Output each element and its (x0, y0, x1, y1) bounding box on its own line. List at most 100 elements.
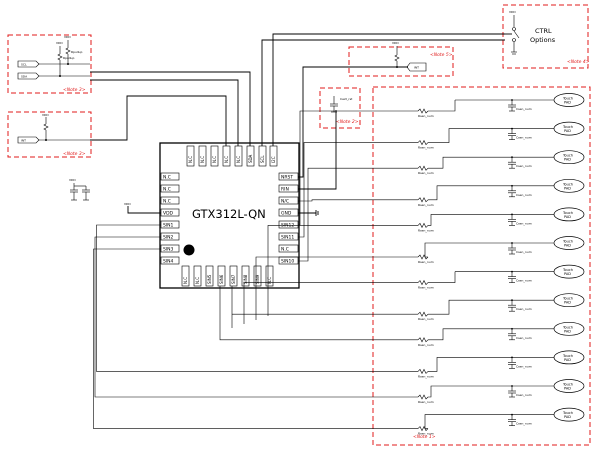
vdd-label-scl: VDD (56, 41, 63, 45)
touch-pad-label-top: Touch (562, 97, 573, 101)
csen-label: Csen_num (516, 164, 532, 168)
sda-label: SDA (21, 75, 28, 79)
touch-net-1: Rsen_num (298, 100, 456, 226)
touch-net-12: Rsen_num (93, 248, 455, 436)
csen-label: Csen_num (516, 393, 532, 397)
note2-label: <Note 2> (336, 119, 359, 125)
pin-bottom-8: N.C (267, 277, 272, 284)
rsen-label: Rsen_num (418, 260, 434, 264)
note4-ctrl-box: <Note 4> VDD CTRL Options (502, 4, 590, 69)
pin-right-4: GND (281, 211, 292, 217)
left-pins: N.C N.C N.C VDD SIN1 SIN2 SIN3 SIN4 (160, 172, 180, 265)
touch-pad-label-bottom: PAD (564, 329, 571, 333)
csen-label: Csen_num (516, 279, 532, 283)
touch-net-2: Rsen_num (298, 128, 455, 238)
touch-pad-label-bottom: PAD (564, 358, 571, 362)
rsen-label: Rsen_num (418, 114, 434, 118)
note3-int-label: <Note 3> (63, 151, 86, 157)
pin-bottom-6: SIN8 (243, 274, 248, 284)
pin-bottom-1: N.C (183, 277, 188, 284)
note3-i2c-box: <Note 3> SCL SDA VDD VDD Rpullup Rpullup (7, 34, 92, 94)
int-label-note5: INT (414, 66, 419, 70)
note3-int-box: <Note 3> INT VDD (7, 111, 92, 158)
pin-top-2: N.C (200, 156, 205, 163)
pin-bottom-5: SIN7 (231, 274, 236, 284)
pin-top-8: I2C (271, 156, 276, 163)
pin-left-2: N.C (163, 187, 171, 193)
touch-pad-label-top: Touch (562, 383, 573, 387)
touch-net-4: Rsen_num (298, 185, 455, 207)
rsen-label: Rsen_num (418, 146, 434, 150)
rpullup-label-1: Rpullup (71, 50, 82, 54)
csen-label: Csen_num (516, 193, 532, 197)
pin-bottom-4: SIN6 (219, 274, 224, 284)
touch-pad-label-bottom: PAD (564, 387, 571, 391)
pin-right-8: SIN10 (281, 259, 294, 265)
pin1-marker (183, 244, 195, 256)
csen-label: Csen_num (516, 250, 532, 254)
touch-pad-label-bottom: PAD (564, 101, 571, 105)
bottom-pins: N.C N.C SIN5 SIN6 SIN7 SIN8 SIN9 N.C (181, 265, 274, 287)
pin-left-4: VDD (163, 211, 174, 217)
ctrl-label: CTRL (535, 27, 552, 35)
touch-pad-label-top: Touch (562, 268, 573, 272)
int-label: INT (21, 139, 26, 143)
touch-pad-column: TouchPADCsen_numTouchPADCsen_numTouchPAD… (455, 93, 585, 426)
pin-top-1: N.C (188, 156, 193, 163)
scl-connector (17, 60, 40, 68)
rsen-label: Rsen_num (418, 228, 434, 232)
ctrl-options-label: Options (530, 36, 556, 44)
scl-label: SCL (21, 63, 27, 67)
pin-top-6: SDA (248, 154, 253, 163)
csen-label: Csen_num (516, 307, 532, 311)
note3-i2c-label: <Note 3> (63, 87, 86, 93)
touch-pad-label-top: Touch (562, 125, 573, 129)
touch-pad-label-top: Touch (562, 240, 573, 244)
csen-label: Csen_num (516, 364, 532, 368)
note4-label: <Note 4> (567, 59, 590, 65)
rsen-label: Rsen_num (418, 171, 434, 175)
ic-chip: GTX312L-QN N.C N.C N.C VDD SIN1 SIN2 SIN… (159, 142, 300, 289)
vdd-label-int: VDD (42, 113, 49, 117)
cext-label: Cext_rst (340, 97, 353, 101)
touch-pad-label-top: Touch (562, 325, 573, 329)
rsen-label: Rsen_num (418, 286, 434, 290)
vdd-decoupling-caps: VDD (69, 178, 90, 201)
touch-pad-label-bottom: PAD (564, 415, 571, 419)
note1-label: <Note 1> (413, 434, 436, 440)
touch-pad-label-top: Touch (562, 154, 573, 158)
touch-pad-label-bottom: PAD (564, 158, 571, 162)
note5-label: <Note 5> (430, 52, 453, 58)
pin-left-6: SIN2 (163, 235, 174, 241)
touch-net-5: Rsen_num (267, 214, 455, 316)
rsen-label: Rsen_num (418, 432, 434, 436)
touch-pad-label-top: Touch (562, 182, 573, 186)
csen-label: Csen_num (516, 422, 532, 426)
pin-left-5: SIN1 (163, 223, 174, 229)
pin-right-3: N/C (281, 199, 289, 205)
csen-label: Csen_num (516, 136, 532, 140)
pin-top-3: N.C (212, 156, 217, 163)
wires: VDD (90, 33, 512, 216)
csen-label: Csen_num (516, 221, 532, 225)
touch-channel-nets: Rsen_numRsen_numRsen_numRsen_numRsen_num… (93, 100, 456, 436)
vdd-label-ctrl: VDD (509, 10, 516, 14)
csen-label: Csen_num (516, 107, 532, 111)
touch-pad-label-bottom: PAD (564, 215, 571, 219)
vdd-label-note5: VDD (392, 41, 399, 45)
int-connector-note5 (406, 62, 427, 72)
note5-box: <Note 5> VDD INT (348, 41, 454, 77)
touch-net-7: Rsen_num (243, 271, 456, 324)
